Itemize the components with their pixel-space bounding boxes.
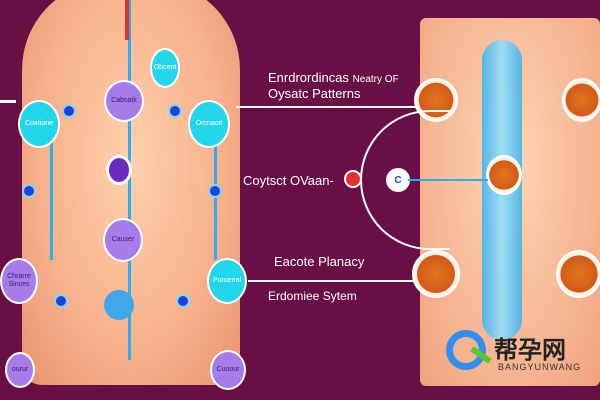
title-text: Enrdrordincas xyxy=(268,70,349,85)
top-arrow xyxy=(236,106,416,108)
label-text: Coatione xyxy=(24,120,54,128)
ovary-icon xyxy=(412,250,460,298)
label-text: Chrarre Sinces xyxy=(7,273,31,288)
uterus-icon xyxy=(104,290,134,320)
organ-icon xyxy=(106,155,132,185)
node-dot xyxy=(54,294,68,308)
label-circle-right-shoulder: Orcnaoit xyxy=(188,100,230,148)
uterus-icon xyxy=(486,155,522,195)
label-circle-left-shoulder: Coatione xyxy=(18,100,60,148)
middle-label: Coytsct OVaan- xyxy=(243,173,334,188)
ovary-icon xyxy=(556,250,600,298)
watermark-latin: BANGYUNWANG xyxy=(498,362,582,372)
label-circle-bottom-right: Cuoour xyxy=(210,350,246,390)
label-text: ourur xyxy=(11,366,29,374)
left-edge-arrow xyxy=(0,100,16,103)
label-text: Orcnaoit xyxy=(195,120,223,128)
label-circle-top-right: Obcent xyxy=(150,48,180,88)
label-text: Cabsatk xyxy=(111,97,137,105)
title-small-text: Neatry OF xyxy=(352,74,399,85)
node-dot xyxy=(22,184,36,198)
bottom-arrow xyxy=(248,280,414,282)
title-line-1: Enrdrordincas Neatry OF xyxy=(268,70,399,85)
bottom-label-2: Erdomiee Sytem xyxy=(268,289,357,303)
label-text: Causer xyxy=(111,236,135,244)
node-dot xyxy=(208,184,222,198)
artery-line xyxy=(125,0,129,40)
label-circle-abdomen: Causer xyxy=(103,218,143,262)
curved-arrow xyxy=(360,110,450,250)
label-text: Obcent xyxy=(153,64,177,72)
label-circle-chest: Cabsatk xyxy=(104,80,144,122)
label-text: Cuoour xyxy=(216,366,240,374)
node-dot xyxy=(62,104,76,118)
label-text: Poroenal xyxy=(212,277,242,285)
bottom-label-1: Eacote Planacy xyxy=(274,254,365,269)
ovary-icon xyxy=(562,78,600,122)
node-dot xyxy=(168,104,182,118)
node-dot xyxy=(176,294,190,308)
left-arm-line xyxy=(50,130,53,260)
watermark-logo xyxy=(446,330,486,370)
label-circle-right-hip: Poroenal xyxy=(207,258,247,304)
label-circle-bottom-left: ourur xyxy=(5,352,35,388)
title-line-2: Oysatc Patterns xyxy=(268,86,361,101)
torso-illustration xyxy=(22,0,240,385)
label-circle-left-hip: Chrarre Sinces xyxy=(0,258,38,304)
central-nerve-line xyxy=(128,0,131,360)
watermark-chinese: 帮孕网 xyxy=(494,335,566,364)
